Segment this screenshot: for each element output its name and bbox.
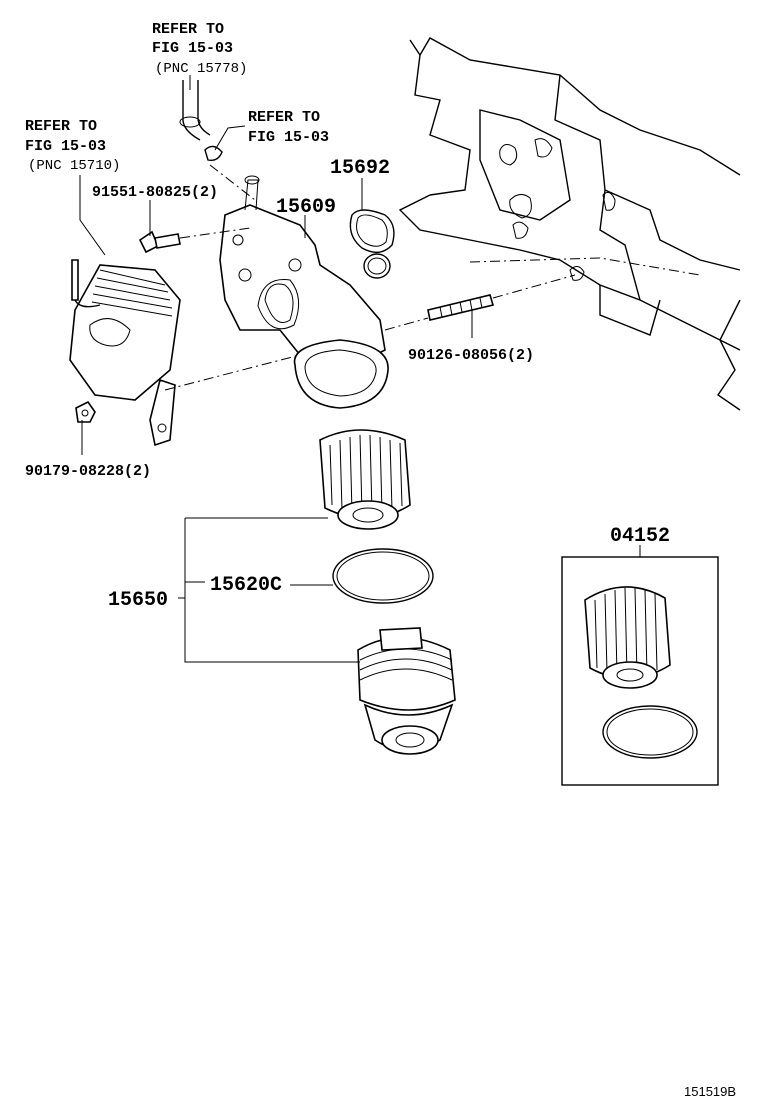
label-gasket: 15692: [330, 157, 390, 180]
label-housing: 15609: [276, 196, 336, 219]
filter-cap-drawing: [357, 627, 456, 755]
stud-centerline-right: [492, 274, 576, 299]
bolt-centerline: [179, 227, 251, 239]
label-stud: 90126-08056(2): [408, 347, 534, 364]
diagram-id: 151519B: [684, 1084, 736, 1099]
oring-drawing: [332, 548, 434, 604]
nut-drawing: [75, 400, 96, 423]
label-element: 04152: [610, 525, 670, 548]
oil-cooler-drawing: [69, 259, 181, 447]
leader-refer-left: [79, 175, 106, 256]
kit-bracket: [178, 517, 360, 663]
stud-drawing: [427, 294, 495, 321]
engine-block-drawing: [398, 37, 741, 411]
refer-left-line2: FIG 15-03: [25, 138, 106, 155]
leader-refer-mid: [214, 125, 246, 151]
gasket-drawing: [349, 209, 395, 279]
label-bolt: 91551-80825(2): [92, 184, 218, 201]
refer-top-line1: REFER TO: [152, 21, 224, 38]
refer-left-line3: (PNC 15710): [28, 158, 120, 174]
bolt-drawing: [138, 230, 181, 254]
block-centerline: [469, 257, 701, 276]
filter-housing-drawing: [219, 175, 389, 409]
filter-element-drawing: [319, 429, 411, 530]
refer-mid-line2: FIG 15-03: [248, 129, 329, 146]
label-nut: 90179-08228(2): [25, 463, 151, 480]
stud-centerline-left: [384, 317, 429, 331]
hose-drawing: [179, 80, 256, 201]
kit-element-drawing: [584, 586, 698, 759]
oring-inner: [336, 551, 430, 601]
refer-top-line2: FIG 15-03: [152, 40, 233, 57]
label-kit: 15650: [108, 589, 168, 612]
label-oring: 15620C: [210, 574, 282, 597]
refer-mid-line1: REFER TO: [248, 109, 320, 126]
cooler-centerline: [164, 354, 301, 391]
refer-left-line1: REFER TO: [25, 118, 97, 135]
refer-top-line3: (PNC 15778): [155, 61, 247, 77]
